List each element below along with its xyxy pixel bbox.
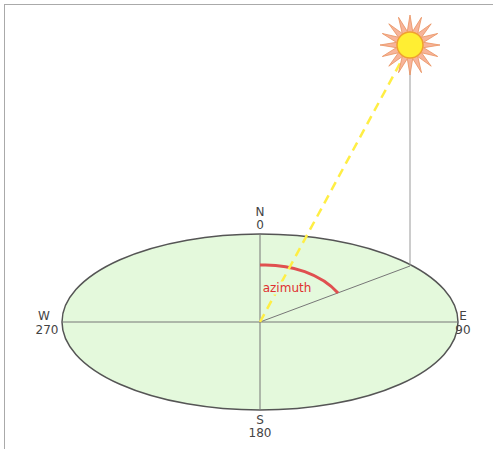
- compass-degree: 0: [256, 219, 264, 232]
- azimuth-line: [260, 266, 410, 322]
- angle-label: azimuth: [262, 282, 313, 295]
- sun-icon: [380, 15, 440, 75]
- compass-letter: N: [256, 206, 265, 219]
- sun-rays: [380, 15, 440, 75]
- compass-letter: S: [256, 414, 264, 427]
- sun-disc: [397, 32, 423, 58]
- sun-ray: [260, 56, 404, 322]
- compass-letter: W: [38, 310, 50, 323]
- compass-degree: 270: [36, 324, 59, 337]
- compass-degree: 180: [249, 427, 272, 440]
- frame: [5, 5, 493, 449]
- compass-letter: E: [459, 310, 467, 323]
- vertical-line: [410, 50, 411, 266]
- compass-degree: 90: [455, 324, 470, 337]
